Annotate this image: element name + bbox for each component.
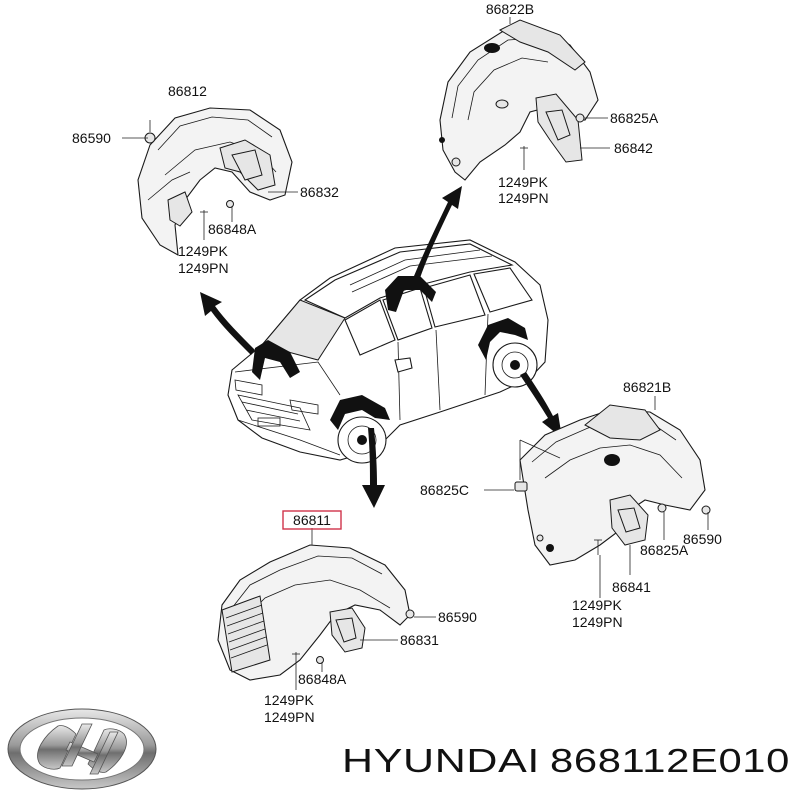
arrow-to-86821B (520, 372, 562, 438)
label-86848A-bottom: 86848A (298, 671, 347, 687)
label-86842: 86842 (614, 140, 653, 156)
label-86832: 86832 (300, 184, 339, 200)
label-86831: 86831 (400, 632, 439, 648)
arrow-to-86822B (414, 186, 462, 278)
liner-86821B-assembly (484, 396, 711, 598)
label-86841: 86841 (612, 579, 651, 595)
label-86822B: 86822B (486, 1, 534, 17)
liner-86822B-assembly (439, 17, 610, 181)
label-86848A-left: 86848A (208, 221, 257, 237)
label-1249PN-top: 1249PN (498, 190, 549, 206)
label-86825A-top: 86825A (610, 110, 659, 126)
direction-arrows (200, 186, 562, 508)
label-1249PN-left: 1249PN (178, 260, 229, 276)
hyundai-logo-icon (7, 708, 157, 790)
arrow-to-86811 (362, 428, 385, 508)
highlight-box-86811 (282, 510, 342, 530)
label-1249PN-right: 1249PN (572, 614, 623, 630)
part-number: 868112E010 (550, 742, 790, 779)
arrow-to-86812 (200, 292, 255, 355)
label-1249PN-bottom: 1249PN (264, 709, 315, 725)
label-1249PK-bottom: 1249PK (264, 692, 314, 708)
label-86825A-right: 86825A (640, 542, 689, 558)
label-86812: 86812 (168, 83, 207, 99)
label-86811: 86811 (293, 512, 331, 528)
label-1249PK-left: 1249PK (178, 243, 228, 259)
vehicle-illustration (227, 239, 549, 464)
label-86590-bottom: 86590 (438, 609, 477, 625)
label-86590-right: 86590 (683, 531, 722, 547)
label-1249PK-right: 1249PK (572, 597, 622, 613)
part-labels: 86822B 86825A 86842 1249PK 1249PN 86812 … (72, 1, 722, 725)
liner-86811-assembly (217, 528, 436, 690)
liner-86812-assembly (122, 107, 298, 256)
brand-name: HYUNDAI (342, 742, 540, 779)
label-86825C: 86825C (420, 482, 469, 498)
label-1249PK-top: 1249PK (498, 174, 548, 190)
liner-vent-grille (221, 595, 271, 673)
label-86590-left: 86590 (72, 130, 111, 146)
label-86821B: 86821B (623, 379, 671, 395)
